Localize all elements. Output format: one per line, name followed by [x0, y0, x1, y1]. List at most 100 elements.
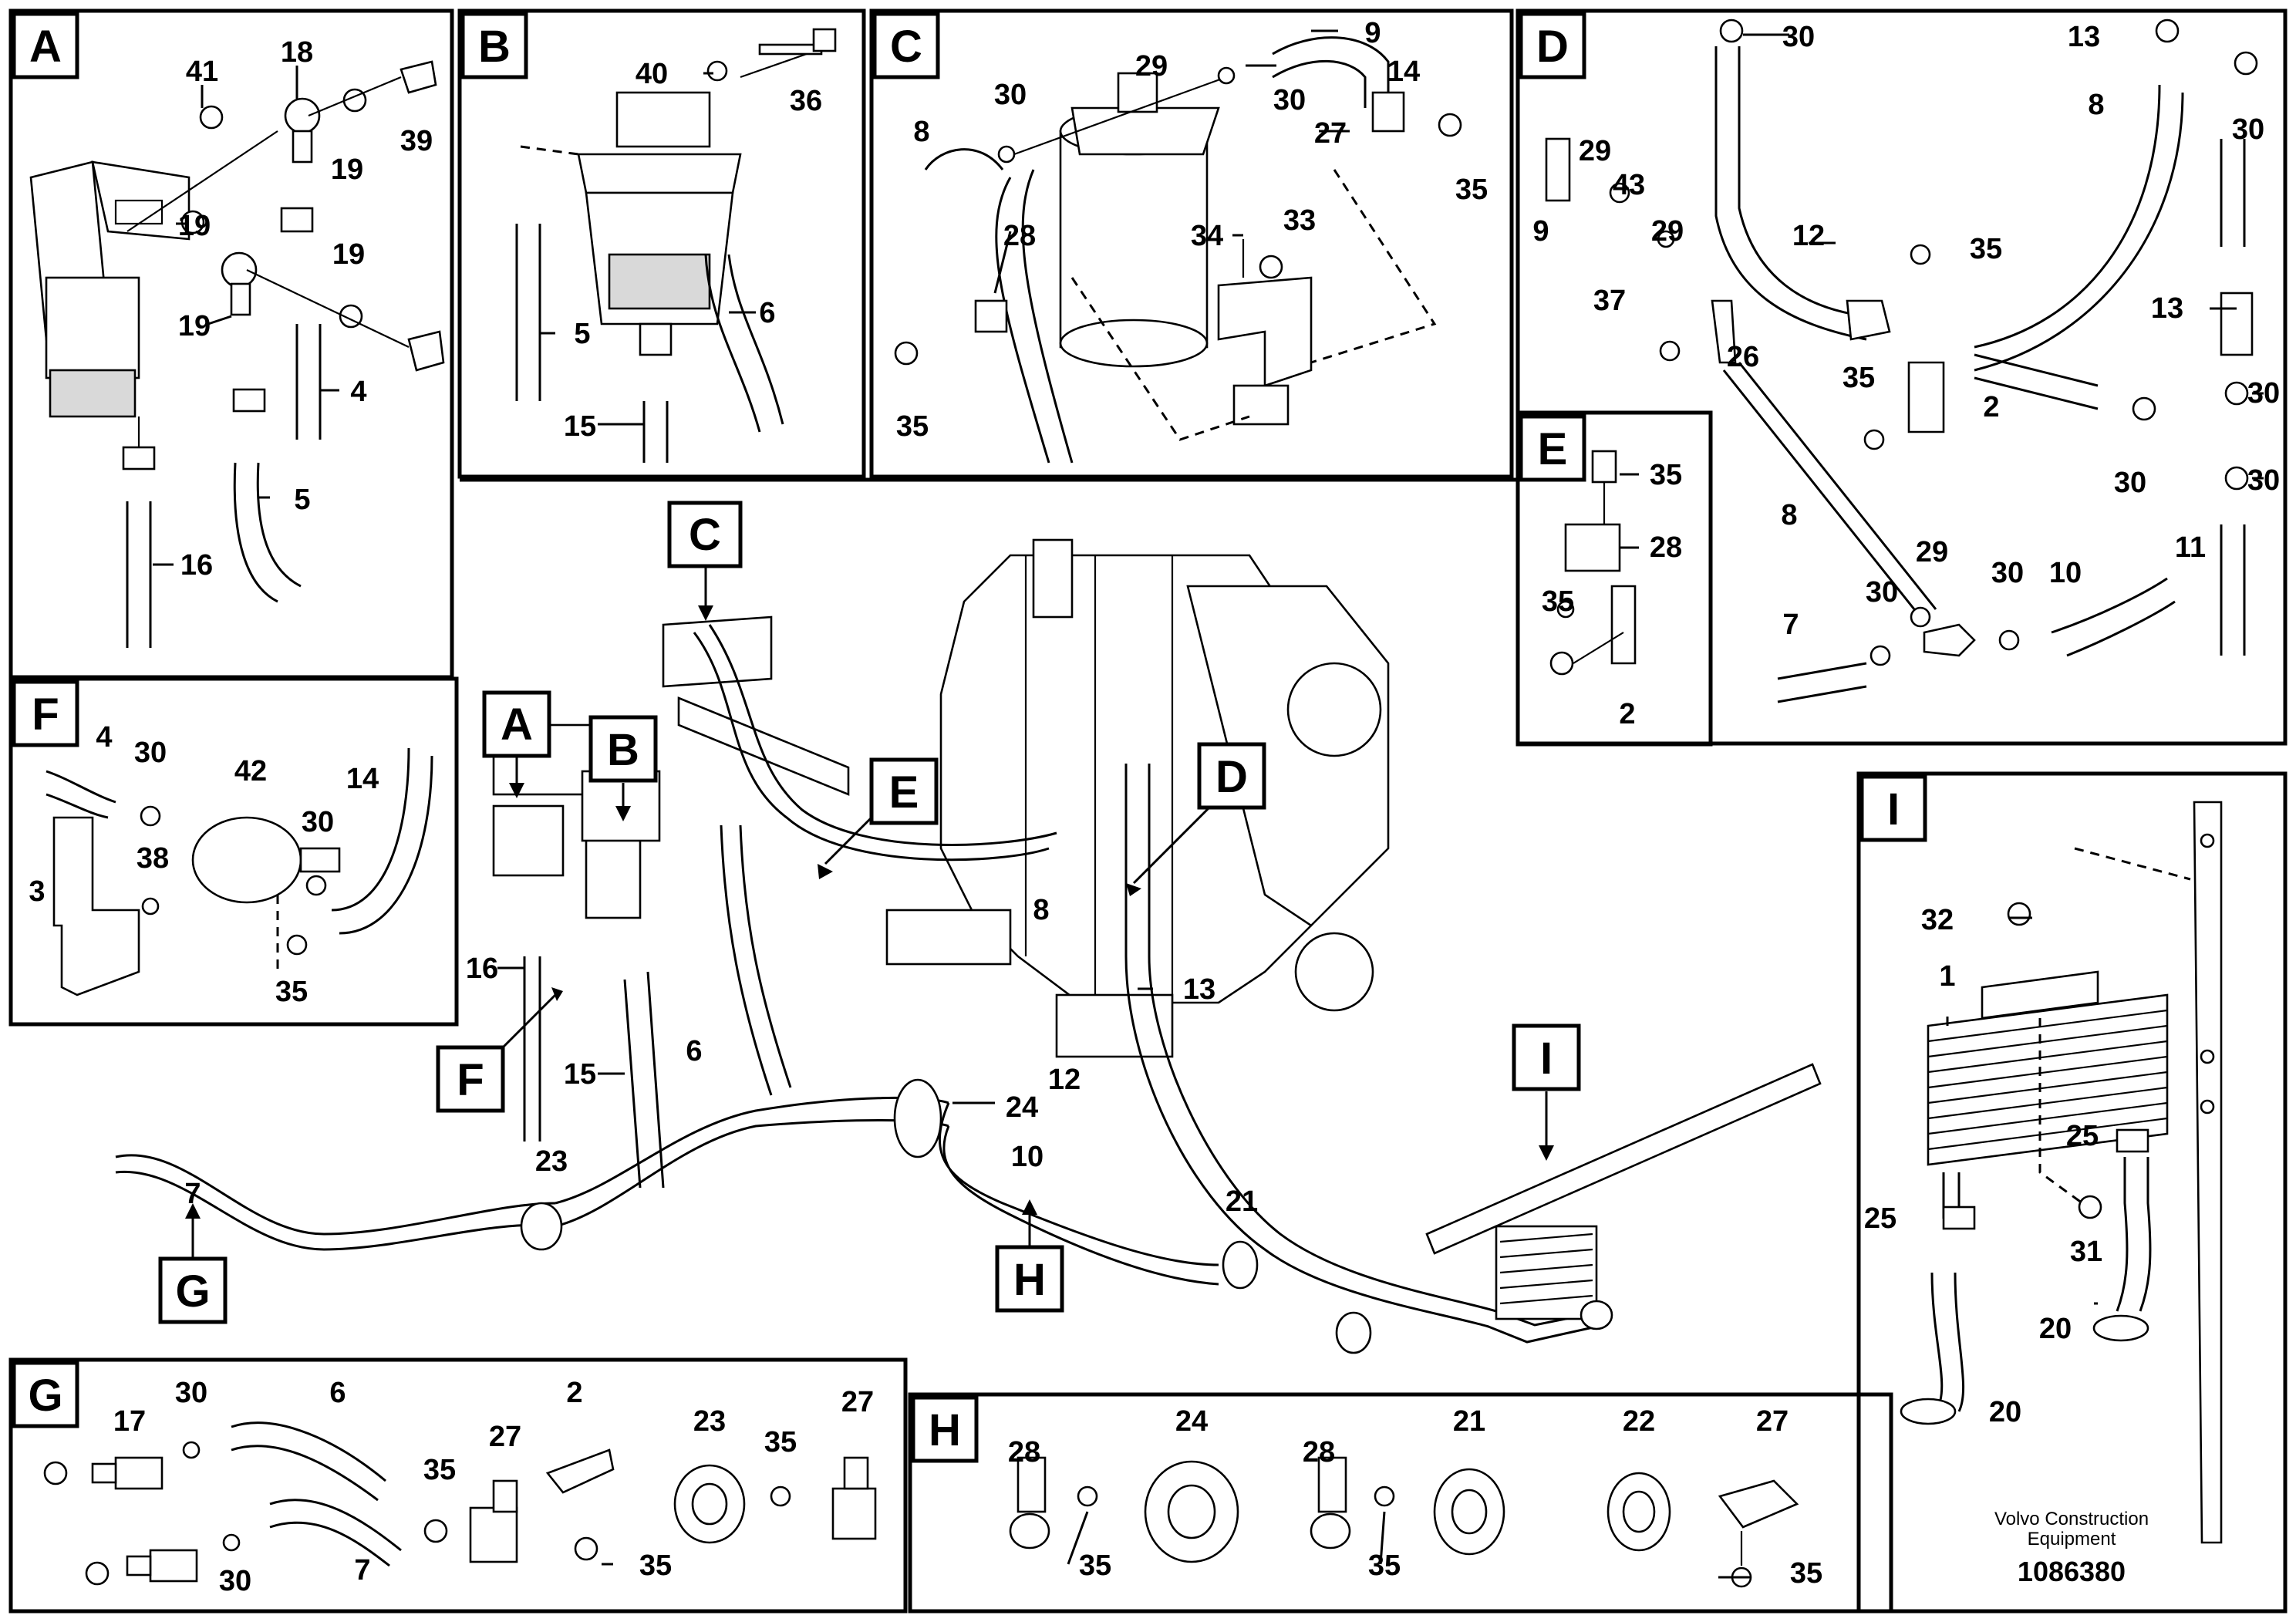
callout-1: 1 — [1939, 960, 1955, 993]
callout-35-h1: 35 — [1079, 1549, 1111, 1582]
callout-22-h: 22 — [1623, 1405, 1655, 1438]
callout-29-d1: 29 — [1579, 135, 1611, 167]
callout-7-overview: 7 — [184, 1178, 201, 1210]
overview-marker-g: G — [175, 1266, 210, 1317]
callout-5-a: 5 — [294, 484, 310, 516]
callout-30-c1: 30 — [994, 79, 1027, 111]
callout-21-overview: 21 — [1226, 1185, 1258, 1218]
panel-e-drawing — [1549, 450, 1637, 676]
callout-27-g1: 27 — [489, 1421, 521, 1453]
panel-i-callouts: 32 1 25 25 31 20 20 — [1864, 904, 2102, 1428]
callout-13-overview: 13 — [1183, 973, 1215, 1006]
panel-b-letter: B — [478, 22, 511, 72]
panel-g-callouts: 17 30 6 2 23 27 35 27 35 35 30 7 — [113, 1377, 874, 1597]
panel-h-drawing — [1009, 1456, 1799, 1588]
panel-d-callouts: 30 13 8 30 29 43 29 12 35 9 37 26 35 2 1… — [1532, 21, 2280, 641]
callout-29-c: 29 — [1135, 50, 1168, 83]
callout-25-i2: 25 — [1864, 1202, 1896, 1235]
callout-2-e: 2 — [1619, 698, 1635, 730]
callout-15-overview: 15 — [564, 1058, 596, 1091]
callout-21-h: 21 — [1453, 1405, 1485, 1438]
callout-18: 18 — [281, 36, 313, 69]
callout-30-d6: 30 — [1991, 557, 2024, 589]
callout-30-g2: 30 — [219, 1565, 251, 1597]
callout-30-c2: 30 — [1273, 84, 1306, 116]
callout-14-f: 14 — [346, 763, 379, 795]
callout-37: 37 — [1593, 285, 1626, 317]
panel-i-letter: I — [1887, 784, 1900, 835]
callout-28-e: 28 — [1650, 531, 1682, 564]
footer: Volvo Construction Equipment 1086380 — [1994, 1509, 2149, 1587]
callout-10-overview: 10 — [1011, 1141, 1043, 1173]
callout-42: 42 — [234, 755, 267, 787]
panel-f-callouts: 4 30 42 14 30 3 38 35 — [29, 721, 379, 1008]
callout-16-a: 16 — [180, 549, 213, 582]
callout-4-f: 4 — [96, 721, 112, 754]
callout-31: 31 — [2070, 1236, 2102, 1268]
callout-30-d2: 30 — [2232, 113, 2264, 146]
callout-30-f2: 30 — [302, 806, 334, 838]
callout-30-d4: 30 — [2114, 467, 2146, 499]
callout-13-d2: 13 — [2151, 292, 2183, 325]
callout-33: 33 — [1283, 204, 1316, 237]
callout-35-d2: 35 — [1843, 362, 1875, 394]
callout-8-d1: 8 — [2088, 89, 2104, 121]
panel-c-letter: C — [890, 22, 922, 72]
callout-24-h: 24 — [1175, 1405, 1208, 1438]
overview-marker-f: F — [457, 1055, 484, 1105]
panel-i-drawing — [1900, 801, 2223, 1544]
callout-14-c: 14 — [1387, 56, 1420, 88]
callout-28-c: 28 — [1003, 220, 1036, 252]
panel-c-drawing — [894, 36, 1462, 464]
callout-35-h2: 35 — [1368, 1549, 1401, 1582]
panel-a-letter: A — [29, 22, 62, 72]
callout-12-overview: 12 — [1048, 1064, 1081, 1096]
panel-e-letter: E — [1538, 424, 1568, 474]
callout-43: 43 — [1613, 169, 1645, 201]
panel-f-letter: F — [32, 690, 59, 740]
footer-company-line1: Volvo Construction — [1994, 1509, 2149, 1529]
callout-10-d: 10 — [2049, 557, 2082, 589]
callout-27-c: 27 — [1314, 117, 1347, 150]
callout-36: 36 — [790, 85, 822, 117]
overview-drawing — [115, 538, 1822, 1354]
panel-e-callouts: 35 28 35 2 — [1542, 459, 1682, 730]
panel-a-callouts: 41 18 19 39 19 19 19 4 5 16 — [178, 36, 433, 582]
callout-27-g2: 27 — [841, 1386, 874, 1418]
callout-9-c: 9 — [1364, 17, 1381, 49]
overview-marker-e: E — [889, 767, 919, 818]
callout-30-f1: 30 — [134, 737, 167, 769]
panel-h-letter: H — [929, 1405, 961, 1455]
callout-12-d: 12 — [1792, 220, 1825, 252]
callout-19-a: 19 — [331, 153, 363, 186]
callout-3: 3 — [29, 875, 45, 908]
callout-8-d2: 8 — [1781, 499, 1797, 531]
panel-b-drawing — [515, 28, 837, 463]
callout-24-overview: 24 — [1006, 1091, 1038, 1124]
callout-26: 26 — [1727, 341, 1759, 373]
overview-marker-i: I — [1540, 1034, 1553, 1084]
callout-23-g: 23 — [693, 1405, 726, 1438]
callout-38: 38 — [137, 842, 169, 875]
callout-35-c2: 35 — [896, 410, 929, 443]
panel-b-callouts: 40 36 5 6 15 — [564, 58, 822, 443]
callout-20-i2: 20 — [1989, 1396, 2021, 1428]
callout-19-b: 19 — [178, 210, 211, 242]
callout-8-overview: 8 — [1033, 894, 1049, 926]
callout-15-b: 15 — [564, 410, 596, 443]
overview-marker-h: H — [1013, 1255, 1046, 1305]
callout-34: 34 — [1191, 220, 1223, 252]
callout-30-d3: 30 — [2247, 377, 2280, 410]
overview-marker-a: A — [501, 700, 533, 750]
callout-6-b: 6 — [759, 297, 775, 329]
callout-13-d1: 13 — [2068, 21, 2100, 53]
callout-35-c1: 35 — [1455, 174, 1488, 206]
callout-25-i1: 25 — [2066, 1120, 2099, 1152]
callout-28-h2: 28 — [1303, 1436, 1335, 1469]
callout-35-g3: 35 — [639, 1549, 672, 1582]
callout-35-e2: 35 — [1542, 585, 1574, 618]
overview-marker-d: D — [1215, 752, 1248, 802]
callout-6-overview: 6 — [686, 1035, 702, 1067]
callout-32: 32 — [1921, 904, 1954, 936]
